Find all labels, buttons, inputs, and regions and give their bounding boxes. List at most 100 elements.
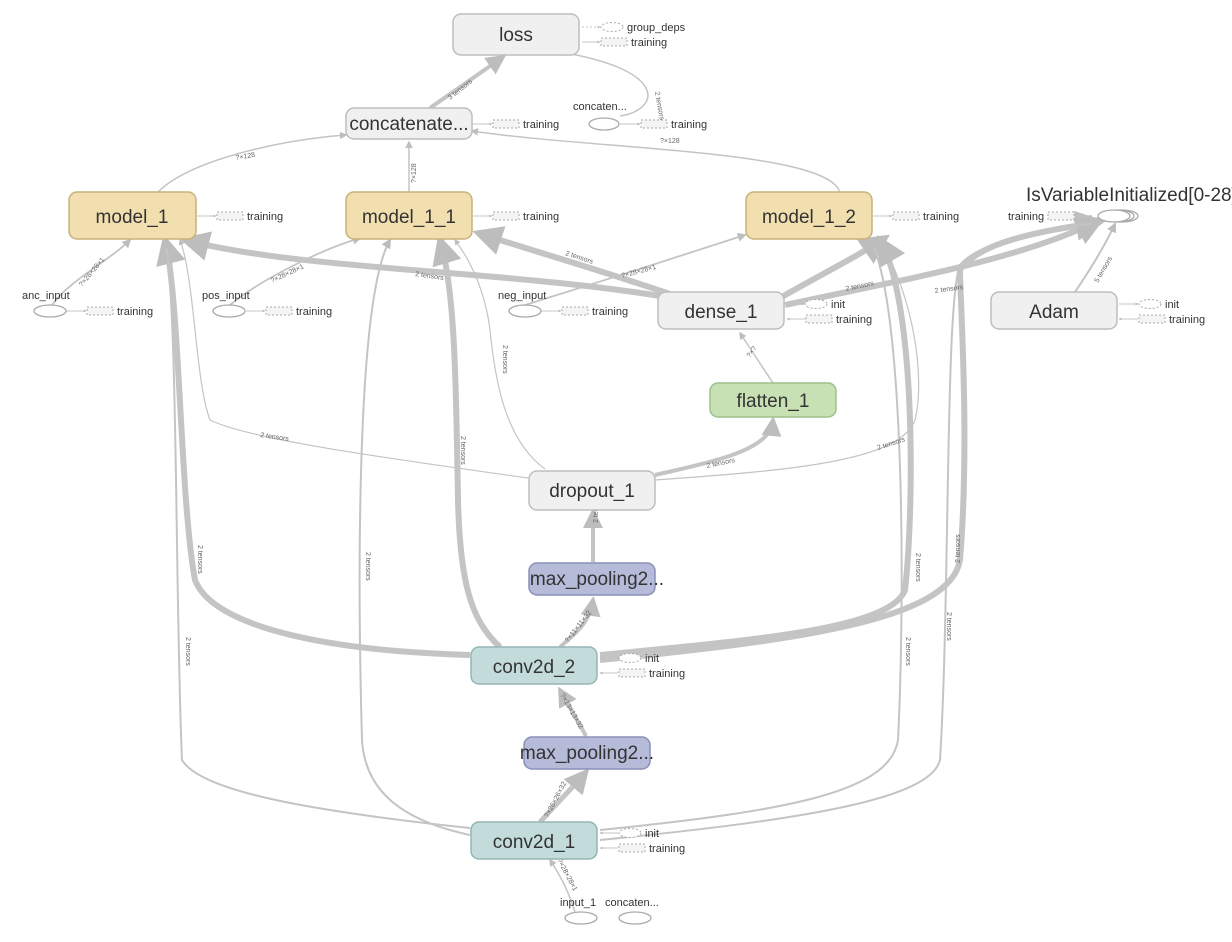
edge-label: ?×28×28×1 xyxy=(78,256,106,288)
node-neg-input-label: neg_input xyxy=(498,290,546,302)
aux-training-label: training xyxy=(1169,314,1205,326)
aux-training-label: training xyxy=(117,306,153,318)
edge-dropout-model11[interactable] xyxy=(454,239,546,470)
node-model-1-1-label: model_1_1 xyxy=(362,207,456,228)
edge-dropout-flatten[interactable] xyxy=(654,416,782,477)
node-model-1-label: model_1 xyxy=(96,207,169,228)
aux-init-conv1[interactable]: init xyxy=(618,828,659,840)
node-adam-label: Adam xyxy=(1029,302,1079,323)
edge-neg-model12[interactable] xyxy=(524,233,747,306)
edge-dense-model1[interactable] xyxy=(179,231,661,299)
aux-training-label: training xyxy=(523,119,559,131)
edge-model12-concat[interactable] xyxy=(470,128,841,194)
edge-label: 2 tensors xyxy=(459,436,466,465)
edge-conv2-pool2[interactable] xyxy=(558,596,601,649)
node-concaten-bottom-label: concaten... xyxy=(605,897,659,909)
node-concaten-small-label: concaten... xyxy=(573,101,627,113)
edge-anc-model1[interactable] xyxy=(51,238,132,306)
edge-concat-loss[interactable] xyxy=(428,54,507,110)
aux-training-anc[interactable]: training xyxy=(86,306,153,318)
aux-training-loss[interactable]: training xyxy=(600,37,667,49)
edge-input-conv1[interactable] xyxy=(549,858,576,913)
edge-adam-isvar[interactable] xyxy=(1074,222,1117,293)
edge-conv1-isvar[interactable] xyxy=(599,218,1102,841)
node-flatten-1[interactable]: flatten_1 xyxy=(709,382,837,418)
node-concaten-bottom[interactable]: concaten... xyxy=(605,897,659,925)
aux-training-dense[interactable]: training xyxy=(805,314,872,326)
aux-group-deps[interactable]: group_deps xyxy=(600,22,686,34)
node-max-pooling-lower[interactable]: max_pooling2... xyxy=(520,736,654,770)
edge-flatten-dense[interactable] xyxy=(739,331,774,384)
node-model-1-1[interactable]: model_1_1 xyxy=(345,191,473,240)
edge-conv1-model11[interactable] xyxy=(358,238,471,836)
aux-training-label: training xyxy=(649,668,685,680)
aux-training-conv1[interactable]: training xyxy=(618,843,685,855)
edge-conv2-model12[interactable] xyxy=(599,234,914,658)
node-dense-1[interactable]: dense_1 xyxy=(657,291,785,330)
edge-label: 2 tensors xyxy=(904,637,911,666)
aux-training-isvar[interactable]: training xyxy=(1008,211,1075,223)
aux-training-model-1-1[interactable]: training xyxy=(492,211,559,223)
node-concaten-small[interactable]: concaten... xyxy=(573,101,627,131)
edge-label: ?×28×28×1 xyxy=(621,264,657,280)
edge-label: ?×13×13×32 xyxy=(558,693,584,731)
edge-label: 2 tensors xyxy=(415,271,445,282)
node-loss[interactable]: loss xyxy=(452,13,580,56)
node-is-variable-initialized[interactable]: IsVariableInitialized[0-28] xyxy=(1026,185,1232,223)
edge-conv1-model1[interactable] xyxy=(161,238,471,829)
aux-init-adam[interactable]: init xyxy=(1138,299,1179,311)
node-adam[interactable]: Adam xyxy=(990,291,1118,330)
edge-label: ?×128 xyxy=(411,163,418,183)
node-input-1[interactable]: input_1 xyxy=(560,897,598,925)
aux-init-conv2[interactable]: init xyxy=(618,653,659,665)
aux-training-label: training xyxy=(523,211,559,223)
aux-training-conv2[interactable]: training xyxy=(618,668,685,680)
node-concatenate[interactable]: concatenate... xyxy=(345,107,473,140)
node-max-pooling-lower-label: max_pooling2... xyxy=(520,743,654,764)
edge-pool1-conv2[interactable] xyxy=(558,686,588,737)
node-conv2d-1[interactable]: conv2d_1 xyxy=(470,821,598,860)
node-neg-input[interactable]: neg_input xyxy=(498,290,546,318)
edge-conv2-model1[interactable] xyxy=(156,234,471,658)
aux-training-concaten-small[interactable]: training xyxy=(640,119,707,131)
node-pos-input-label: pos_input xyxy=(202,290,250,302)
edge-label: 2 tensors xyxy=(364,552,371,581)
edge-label: 2 tensors xyxy=(653,91,665,121)
aux-training-adam[interactable]: training xyxy=(1138,314,1205,326)
node-anc-input[interactable]: anc_input xyxy=(22,290,70,318)
aux-training-pos[interactable]: training xyxy=(265,306,332,318)
aux-training-model-1[interactable]: training xyxy=(216,211,283,223)
node-dense-1-label: dense_1 xyxy=(685,302,758,323)
node-max-pooling-upper-label: max_pooling2... xyxy=(530,569,664,590)
aux-training-neg[interactable]: training xyxy=(561,306,628,318)
node-model-1-2[interactable]: model_1_2 xyxy=(745,191,873,240)
edge-dropout-model12[interactable] xyxy=(654,238,920,481)
aux-init-dense[interactable]: init xyxy=(804,299,845,311)
aux-init-label: init xyxy=(1165,299,1179,311)
edge-dropout-model1[interactable] xyxy=(178,238,529,479)
edge-pos-model11[interactable] xyxy=(229,235,362,306)
aux-training-concatenate[interactable]: training xyxy=(492,119,559,131)
node-model-1[interactable]: model_1 xyxy=(68,191,197,240)
aux-training-label: training xyxy=(631,37,667,49)
edge-conv2-isvar[interactable] xyxy=(599,210,1106,663)
edge-label: ?×128 xyxy=(235,152,256,162)
edge-dense-model11[interactable] xyxy=(472,226,671,297)
node-conv2d-2[interactable]: conv2d_2 xyxy=(470,646,598,685)
edge-label: 2 tensors xyxy=(876,436,906,452)
node-anc-input-label: anc_input xyxy=(22,290,70,302)
node-pos-input[interactable]: pos_input xyxy=(202,290,250,318)
node-dropout-1[interactable]: dropout_1 xyxy=(528,470,656,511)
edge-conv1-pool1[interactable] xyxy=(538,768,590,824)
aux-training-label: training xyxy=(671,119,707,131)
edge-concaten-loss[interactable] xyxy=(558,49,649,117)
edge-conv2-model11[interactable] xyxy=(432,234,503,650)
node-max-pooling-upper[interactable]: max_pooling2... xyxy=(528,562,664,596)
aux-nodes: group_deps training training training tr… xyxy=(86,22,1205,855)
aux-training-model-1-2[interactable]: training xyxy=(892,211,959,223)
aux-init-label: init xyxy=(831,299,845,311)
edge-conv1-model12[interactable] xyxy=(599,238,903,831)
edge-model1-concat[interactable] xyxy=(157,131,348,193)
edge-dense-isvar[interactable] xyxy=(784,217,1106,308)
